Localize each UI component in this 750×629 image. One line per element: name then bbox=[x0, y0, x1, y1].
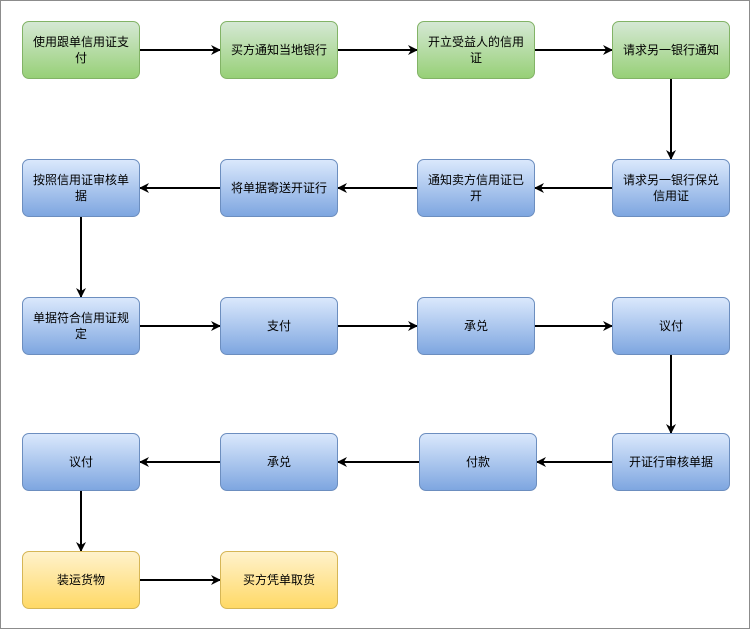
node-negotiation[interactable]: 议付 bbox=[612, 297, 730, 355]
node-documents-comply[interactable]: 单据符合信用证规定 bbox=[22, 297, 140, 355]
node-send-documents-to-issuer[interactable]: 将单据寄送开证行 bbox=[220, 159, 338, 217]
node-issue-beneficiary-credit[interactable]: 开立受益人的信用证 bbox=[417, 21, 535, 79]
node-notify-seller-credit-open[interactable]: 通知卖方信用证已开 bbox=[417, 159, 535, 217]
node-payment[interactable]: 支付 bbox=[220, 297, 338, 355]
node-remit-payment[interactable]: 付款 bbox=[419, 433, 537, 491]
node-pay-with-documentary-credit[interactable]: 使用跟单信用证支付 bbox=[22, 21, 140, 79]
node-request-other-bank-notify[interactable]: 请求另一银行通知 bbox=[612, 21, 730, 79]
node-request-other-bank-confirm[interactable]: 请求另一银行保兑信用证 bbox=[612, 159, 730, 217]
node-negotiation-2[interactable]: 议付 bbox=[22, 433, 140, 491]
node-acceptance[interactable]: 承兑 bbox=[417, 297, 535, 355]
node-acceptance-2[interactable]: 承兑 bbox=[220, 433, 338, 491]
node-buyer-collects-goods[interactable]: 买方凭单取货 bbox=[220, 551, 338, 609]
node-buyer-notifies-local-bank[interactable]: 买方通知当地银行 bbox=[220, 21, 338, 79]
node-issuer-reviews-documents[interactable]: 开证行审核单据 bbox=[612, 433, 730, 491]
node-ship-goods[interactable]: 装运货物 bbox=[22, 551, 140, 609]
node-review-documents[interactable]: 按照信用证审核单据 bbox=[22, 159, 140, 217]
